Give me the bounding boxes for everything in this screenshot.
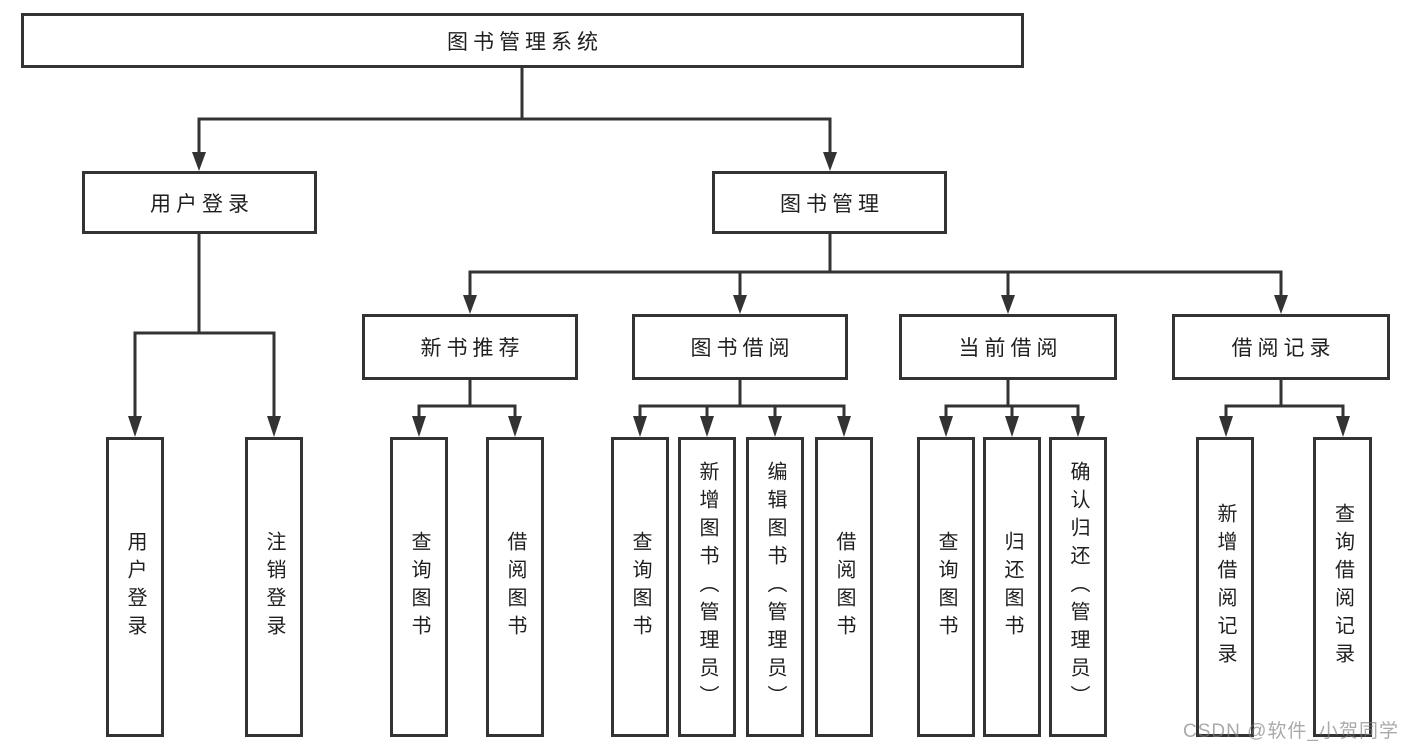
leaf-borrow-books-borrowing: 借阅图书 [815,437,873,737]
leaf-borrow-books-recommend: 借阅图书 [486,437,544,737]
leaf-query-books-current: 查询图书 [917,437,975,737]
leaf-query-borrow-record: 查询借阅记录 [1313,437,1372,737]
leaf-query-books-borrowing: 查询图书 [611,437,669,737]
leaf-add-borrow-record: 新增借阅记录 [1196,437,1254,737]
leaf-logout: 注销登录 [245,437,303,737]
node-book-management: 图书管理 [712,171,947,234]
leaf-user-login: 用户登录 [106,437,164,737]
arrowheads [128,152,1350,437]
leaf-edit-book-admin: 编辑图书（管理员） [746,437,804,737]
node-book-borrowing: 图书借阅 [632,314,848,380]
node-current-borrowing: 当前借阅 [899,314,1117,380]
leaf-return-books: 归还图书 [983,437,1041,737]
leaf-query-books-recommend: 查询图书 [390,437,448,737]
node-library-management-system: 图书管理系统 [21,13,1024,68]
leaf-add-book-admin: 新增图书（管理员） [678,437,736,737]
node-borrowing-records: 借阅记录 [1172,314,1390,380]
node-new-book-recommendation: 新书推荐 [362,314,578,380]
leaf-confirm-return-admin: 确认归还（管理员） [1049,437,1107,737]
node-user-login: 用户登录 [82,171,317,234]
